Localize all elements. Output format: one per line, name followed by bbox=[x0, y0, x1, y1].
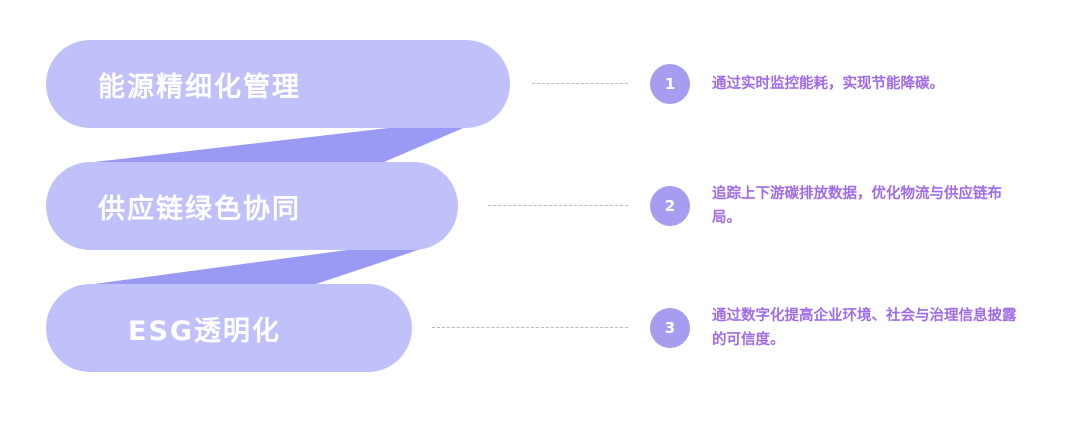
step-3-description: 通过数字化提高企业环境、社会与治理信息披露的可信度。 bbox=[712, 308, 1017, 348]
step-1-title: 能源精细化管理 bbox=[98, 71, 301, 103]
step-2-number-badge: 2 bbox=[650, 186, 690, 226]
step-1-description: 通过实时监控能耗，实现节能降碳。 bbox=[712, 76, 944, 92]
step-2-leader-line bbox=[488, 205, 628, 206]
step-2-title: 供应链绿色协同 bbox=[98, 193, 301, 225]
step-3-leader-line bbox=[432, 327, 628, 328]
step-3-title: ESG透明化 bbox=[128, 315, 282, 347]
step-2-pill: 供应链绿色协同 bbox=[46, 162, 458, 250]
step-1-pill: 能源精细化管理 bbox=[46, 40, 510, 128]
ribbon-connector-2-3 bbox=[94, 248, 424, 284]
step-2-description: 追踪上下游碳排放数据，优化物流与供应链布局。 bbox=[712, 186, 1002, 226]
ribbon-connector-1-2 bbox=[94, 126, 468, 162]
step-3-pill: ESG透明化 bbox=[46, 284, 412, 372]
step-3-number-badge: 3 bbox=[650, 308, 690, 348]
step-1-number-badge: 1 bbox=[650, 64, 690, 104]
step-1-leader-line bbox=[532, 83, 628, 84]
